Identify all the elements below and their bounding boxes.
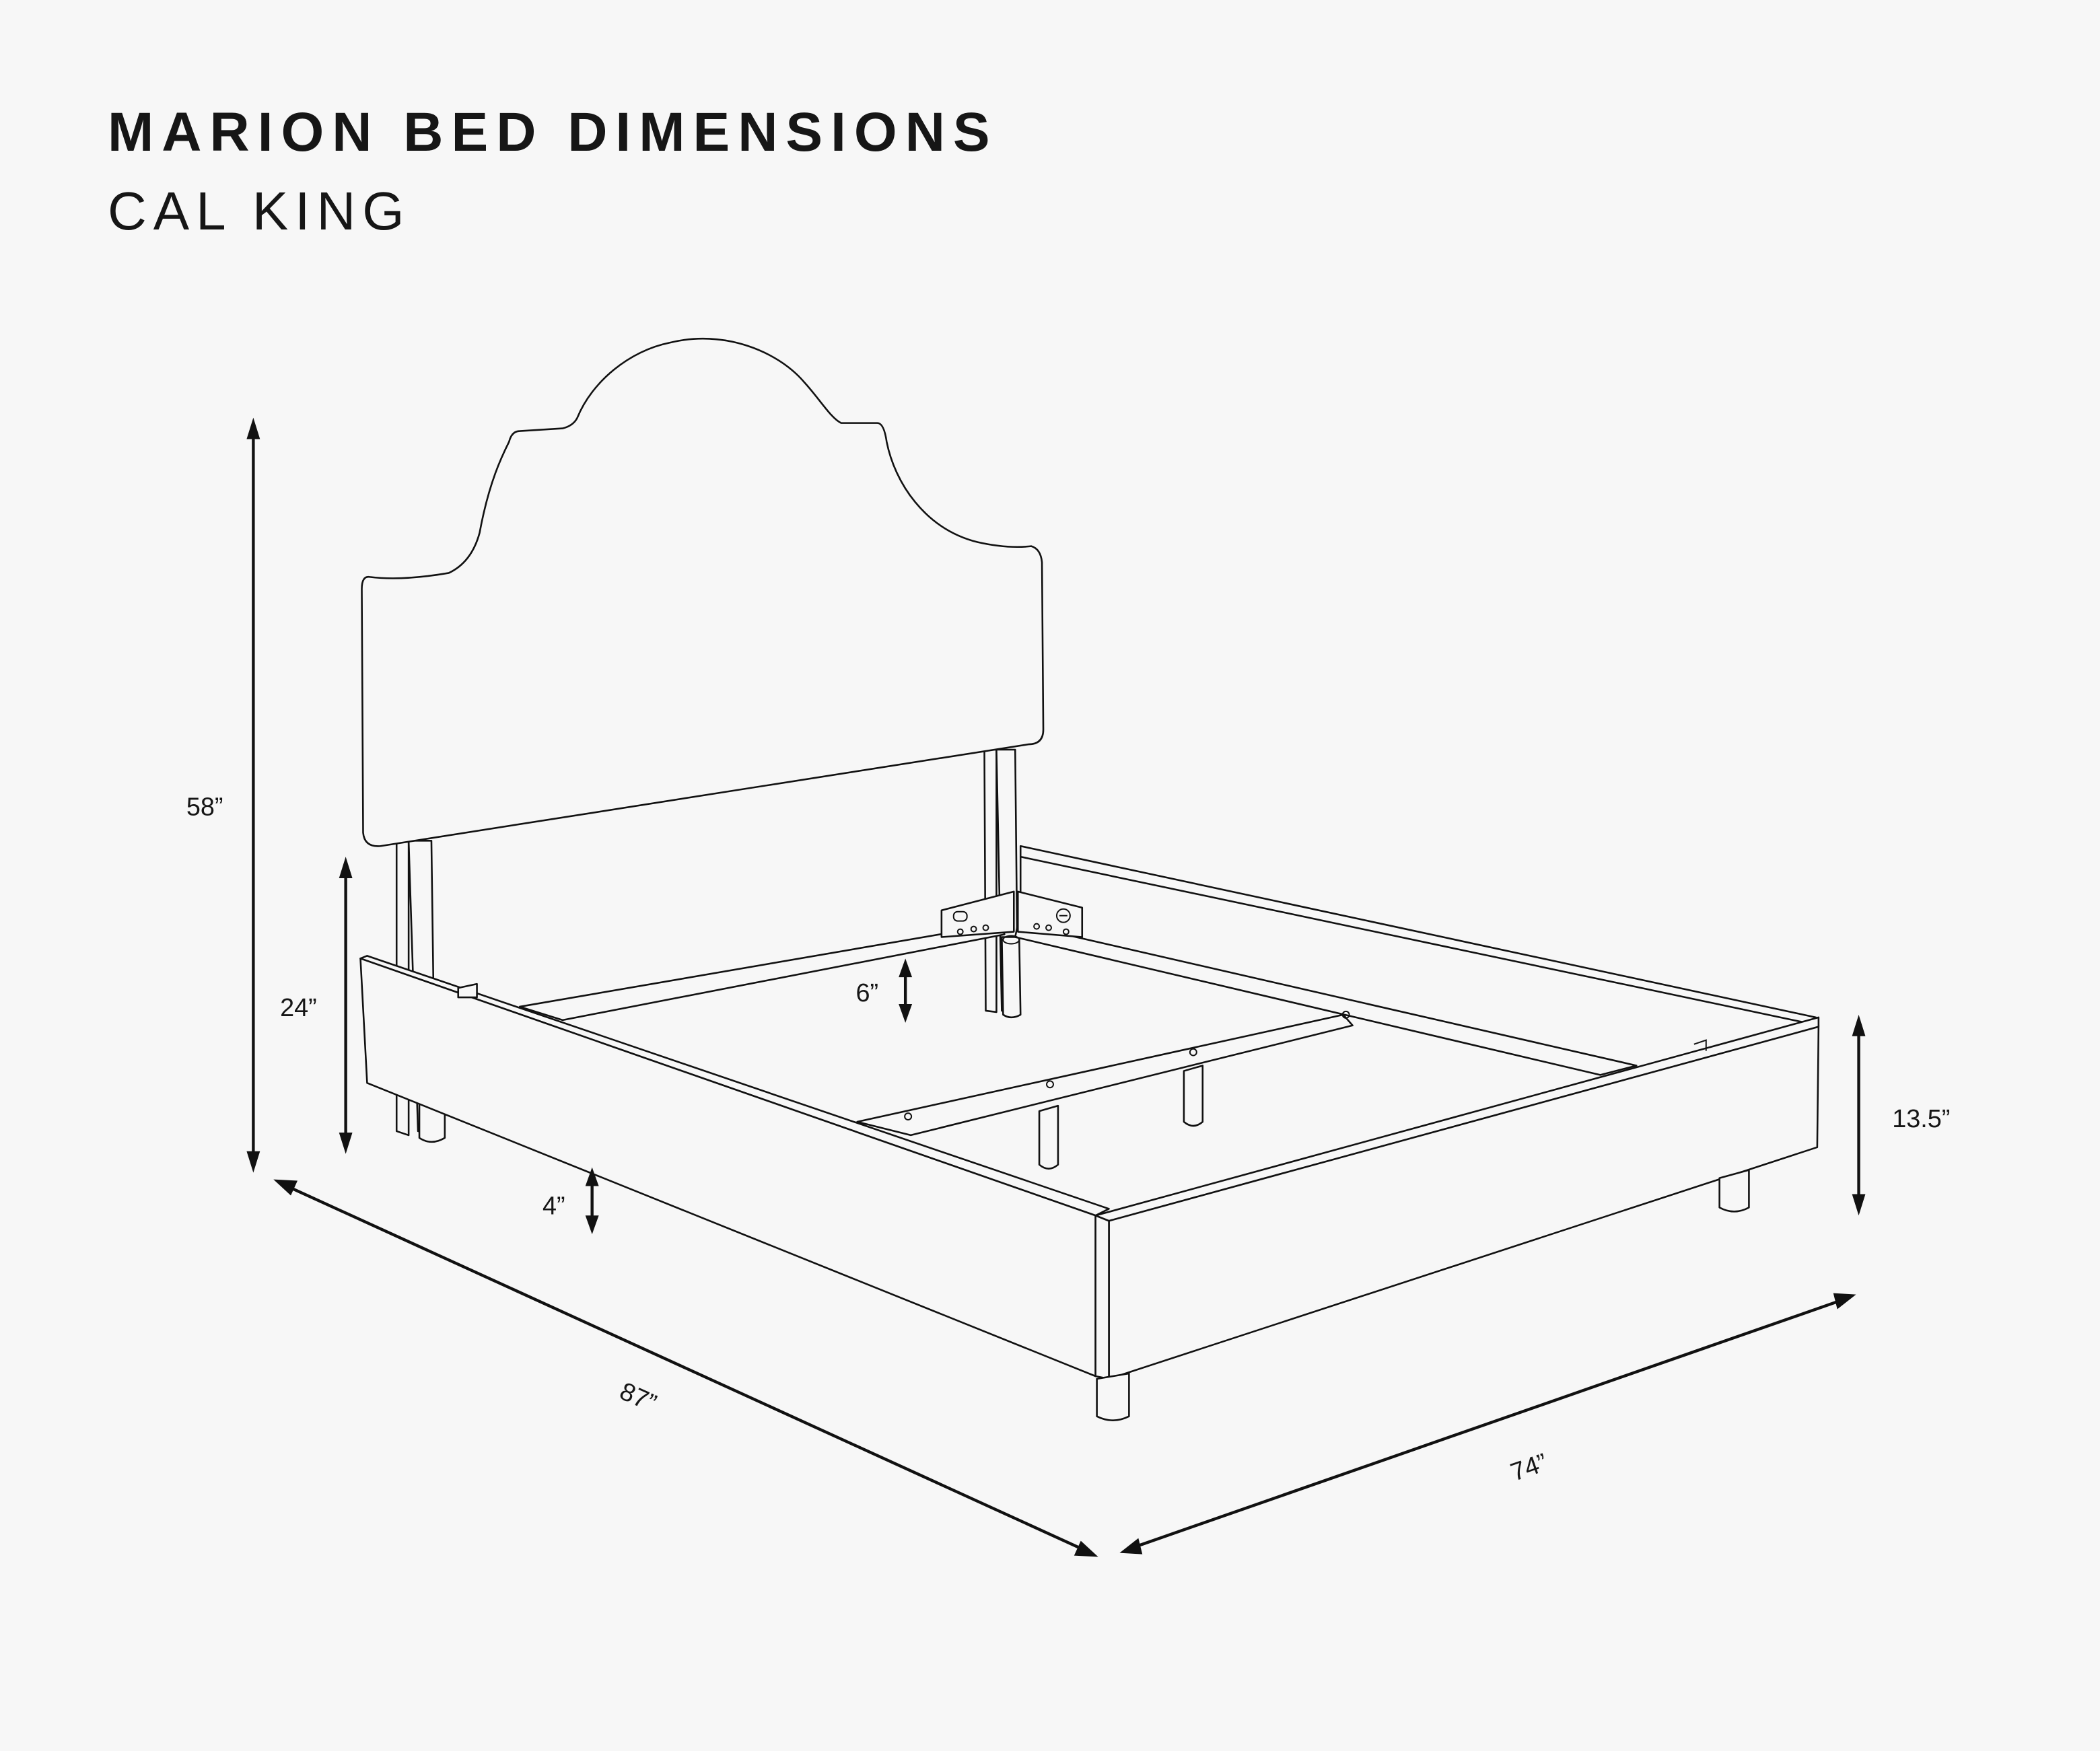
- label-width: 74”: [1507, 1448, 1551, 1487]
- right-side-rail-far: [1019, 845, 1820, 1027]
- label-leg-height: 4”: [542, 1192, 565, 1220]
- slat-rails: [518, 923, 1638, 1137]
- dim-leg-height: 4”: [542, 1167, 599, 1235]
- front-legs: [1096, 1169, 1750, 1421]
- dim-rail-height: 13.5”: [1852, 1014, 1950, 1216]
- left-side-rail: [359, 955, 1110, 1378]
- center-legs: [1038, 1065, 1204, 1170]
- label-overall-height: 58”: [186, 793, 223, 821]
- headboard-right-post: [983, 748, 1022, 1019]
- dim-width: 74”: [1119, 1293, 1856, 1555]
- footboard-rail: [1094, 1016, 1820, 1380]
- page-title: MARION BED DIMENSIONS: [108, 102, 998, 163]
- size-subtitle: CAL KING: [108, 181, 411, 241]
- label-headboard-clearance: 24”: [280, 994, 317, 1022]
- label-length: 87”: [615, 1377, 660, 1418]
- headboard: [361, 337, 1045, 847]
- corner-bracket: [940, 890, 1084, 945]
- dim-slat-clearance: 6”: [856, 958, 913, 1023]
- dim-headboard-clearance: 24”: [280, 857, 353, 1154]
- label-rail-height: 13.5”: [1892, 1105, 1950, 1133]
- dim-overall-height: 58”: [186, 417, 260, 1173]
- label-slat-clearance: 6”: [856, 979, 879, 1007]
